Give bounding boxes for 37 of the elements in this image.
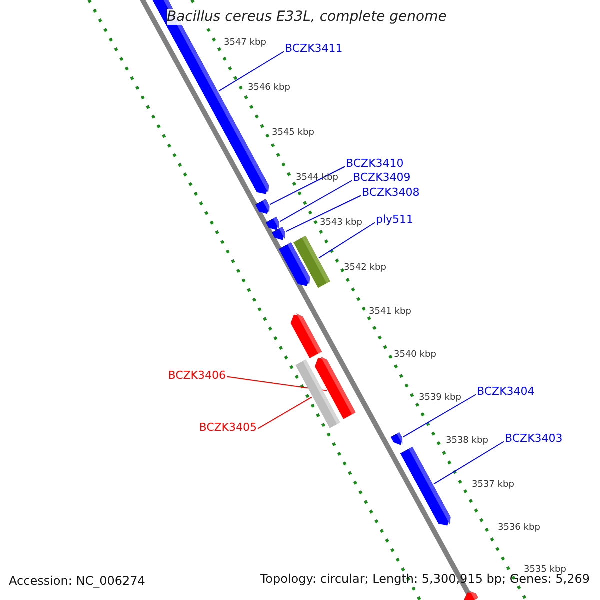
- gene-label: ply511: [376, 213, 414, 226]
- leader-line: [402, 394, 476, 438]
- leader-line: [226, 376, 328, 392]
- scale-label: 3538 kbp: [446, 436, 488, 446]
- genome-stats-text: Topology: circular; Length: 5,300,915 bp; Genes: 5,269: [260, 572, 590, 586]
- scale-label: 3543 kbp: [320, 218, 362, 228]
- scale-label: 3535 kbp: [524, 565, 566, 575]
- gene-label: BCZK3408: [362, 186, 420, 199]
- leader-line: [270, 166, 346, 206]
- gene-feature: [293, 236, 331, 288]
- gene-label: BCZK3410: [346, 157, 404, 170]
- leader-line: [286, 195, 362, 232]
- scale-label: 3547 kbp: [224, 38, 266, 48]
- gene-label: BCZK3404: [477, 385, 535, 398]
- leader-line: [258, 396, 312, 430]
- scale-label: 3542 kbp: [344, 263, 386, 273]
- scale-label: 3539 kbp: [419, 393, 462, 403]
- scale-label: 3540 kbp: [394, 350, 436, 360]
- gene-label: BCZK3409: [353, 171, 411, 184]
- scale-label: 3537 kbp: [472, 480, 514, 490]
- scale-label: 3544 kbp: [296, 173, 338, 183]
- accession-text: Accession: NC_006274: [9, 574, 146, 588]
- scale-label: 3536 kbp: [498, 523, 540, 533]
- chart-title: Bacillus cereus E33L, complete genome: [167, 9, 447, 25]
- gene-feature: [390, 432, 406, 448]
- leader-line: [280, 180, 352, 222]
- gene-feature: [296, 360, 340, 428]
- leader-line: [218, 51, 284, 92]
- gene-label: BCZK3411: [285, 42, 343, 55]
- leader-line: [318, 222, 376, 259]
- gene-label: BCZK3405: [199, 421, 257, 434]
- gene-label: BCZK3403: [505, 432, 563, 445]
- gene-label: BCZK3406: [168, 369, 226, 382]
- scale-label: 3541 kbp: [369, 307, 412, 317]
- leader-line: [434, 441, 504, 485]
- scale-label: 3546 kbp: [248, 83, 290, 93]
- gene-feature: [461, 589, 479, 600]
